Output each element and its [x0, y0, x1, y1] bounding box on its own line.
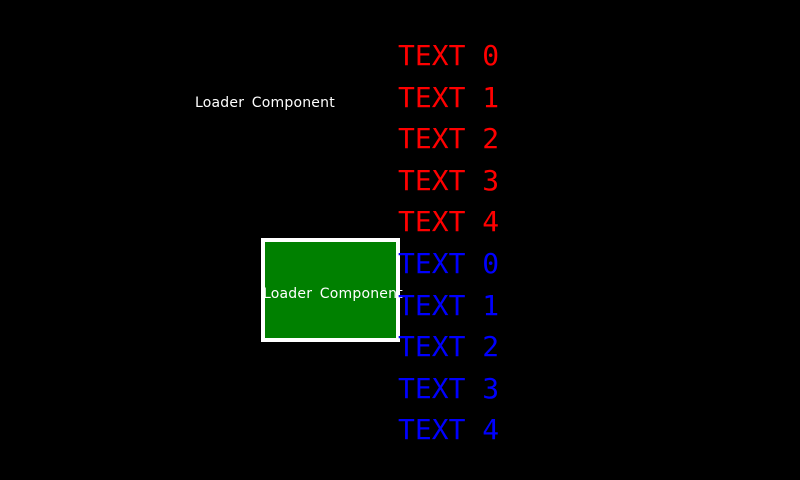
list-item[interactable]: TEXT 0: [398, 246, 500, 280]
loader-component-box[interactable]: Loader Component: [261, 238, 403, 342]
list-item[interactable]: TEXT 2: [398, 122, 500, 156]
list-item[interactable]: TEXT 3: [398, 163, 500, 197]
list-item[interactable]: TEXT 4: [398, 205, 500, 239]
text-list: TEXT 0 TEXT 1 TEXT 2 TEXT 3 TEXT 4 TEXT …: [398, 35, 499, 451]
list-item[interactable]: TEXT 4: [398, 413, 500, 447]
list-item[interactable]: TEXT 1: [398, 288, 500, 322]
list-item[interactable]: TEXT 0: [398, 39, 500, 72]
loader-component-label: Loader Component: [195, 95, 335, 111]
list-item[interactable]: TEXT 3: [398, 371, 500, 405]
list-item[interactable]: TEXT 1: [398, 80, 500, 114]
loader-component-box-label: Loader Component: [263, 286, 403, 302]
list-item[interactable]: TEXT 2: [398, 330, 500, 364]
